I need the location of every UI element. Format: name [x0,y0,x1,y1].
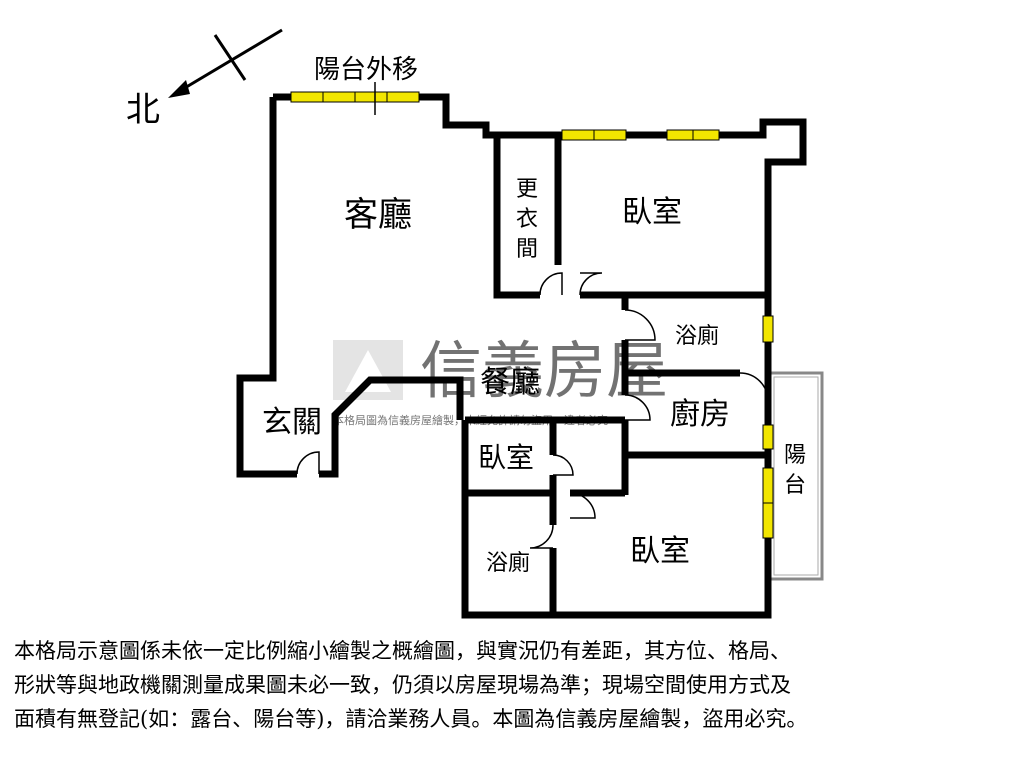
kitchen-door-icon [739,372,769,402]
bathroom-door-icon [624,309,656,341]
walls [236,93,807,619]
small-bedroom-label: 臥室 [478,441,534,474]
entrance-door-icon [296,451,320,475]
bedroom-door-icon [579,272,603,296]
closet-door-icon [539,272,563,296]
room-labels: 陽台外移 客廳 更 衣 間 臥室 浴廁 餐廳 廚房 玄關 臥室 陽 台 浴廁 臥… [262,55,806,576]
windows [290,82,774,539]
bathroom-2-label: 浴廁 [486,551,530,576]
bathroom-1-label: 浴廁 [675,324,719,349]
living-room-label: 客廳 [344,195,412,235]
compass-arrow-icon [177,28,283,94]
dining-room-label: 餐廳 [480,365,540,400]
closet-label-1: 更 [516,177,538,202]
kitchen-label: 廚房 [670,397,730,432]
doors [296,272,769,549]
balcony-label-2: 台 [784,473,806,498]
compass-north-label: 北 [126,90,160,130]
disclaimer-line-1: 本格局示意圖係未依一定比例縮小繪製之概繪圖，與實況仍有差距，其方位、格局、 [14,639,791,663]
balcony-label-1: 陽 [784,443,806,468]
compass: 北 [126,28,283,130]
disclaimer-text: 本格局示意圖係未依一定比例縮小繪製之概繪圖，與實況仍有差距，其方位、格局、 形狀… [14,634,1014,736]
entrance-label: 玄關 [262,405,322,440]
disclaimer-line-3: 面積有無登記(如：露台、陽台等)，請洽業務人員。本圖為信義房屋繪製，盜用必究。 [14,707,808,731]
balcony-moved-label: 陽台外移 [314,55,418,85]
bedroom-3-label: 臥室 [630,534,690,569]
main-bedroom-label: 臥室 [622,195,682,230]
disclaimer-line-2: 形狀等與地政機關測量成果圖未必一致，仍須以房屋現場為準；現場空間使用方式及 [14,673,791,697]
floor-plan: 信義房屋 本格局圖為信義房屋繪製，未經允許請勿盜用，違者必究 北 [126,28,824,619]
closet-label-3: 間 [516,237,538,262]
closet-label-2: 衣 [516,207,538,232]
